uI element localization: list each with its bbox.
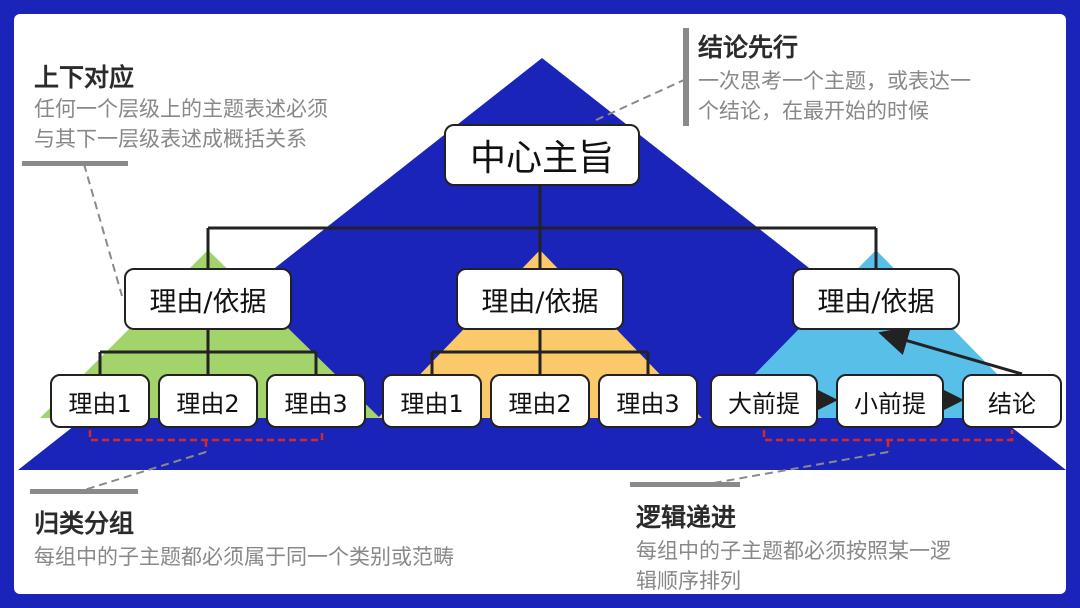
note-line: 一次思考一个主题，或表达一 (698, 69, 971, 93)
center-topic-label: 中心主旨 (469, 138, 614, 179)
middle-group-item-3: 理由3 (598, 374, 698, 428)
gray-leader-lines (83, 79, 889, 491)
note-line: 每组中的子主题都必须按照某一逻 (636, 539, 951, 563)
top-connectors (206, 186, 878, 268)
middle-group-connectors (430, 330, 650, 374)
right-group-minor-premise: 小前提 (836, 374, 944, 428)
reason-box-left: 理由/依据 (124, 268, 292, 330)
item-label: 理由3 (284, 389, 348, 418)
middle-group-item-1: 理由1 (382, 374, 482, 428)
item-label: 理由1 (68, 389, 132, 418)
note-bottom-right-desc: 每组中的子主题都必须按照某一逻 辑顺序排列 (636, 536, 951, 596)
note-bottom-left-title: 归类分组 (34, 509, 135, 538)
item-label: 理由2 (176, 389, 240, 418)
note-bottom-right-title: 逻辑递进 (636, 503, 737, 532)
reason-box-middle: 理由/依据 (456, 268, 624, 330)
note-line: 与其下一层级表述成概括关系 (34, 127, 307, 151)
note-top-right-desc: 一次思考一个主题，或表达一 个结论，在最开始的时候 (698, 66, 971, 126)
item-label: 理由3 (616, 389, 680, 418)
note-line: 个结论，在最开始的时候 (698, 99, 929, 123)
note-line: 每组中的子主题都必须属于同一个类别或范畴 (34, 545, 454, 569)
right-group-conclusion: 结论 (962, 374, 1062, 428)
item-label: 小前提 (854, 389, 926, 418)
note-line: 辑顺序排列 (636, 569, 741, 593)
note-top-left-desc: 任何一个层级上的主题表述必须 与其下一层级表述成概括关系 (34, 94, 328, 154)
reason-label: 理由/依据 (481, 286, 599, 318)
center-topic-box: 中心主旨 (444, 124, 640, 186)
gray-bars (22, 28, 740, 494)
red-dashed-brackets (88, 430, 1014, 452)
note-top-left-title: 上下对应 (34, 63, 135, 92)
middle-group-item-2: 理由2 (490, 374, 590, 428)
right-group-major-premise: 大前提 (710, 374, 818, 428)
left-group-item-2: 理由2 (158, 374, 258, 428)
reason-box-right: 理由/依据 (792, 268, 960, 330)
left-group-item-1: 理由1 (50, 374, 150, 428)
item-label: 大前提 (728, 389, 800, 418)
item-label: 结论 (988, 389, 1036, 418)
reason-label: 理由/依据 (817, 286, 935, 318)
note-bottom-left-desc: 每组中的子主题都必须属于同一个类别或范畴 (34, 542, 454, 572)
item-label: 理由2 (508, 389, 572, 418)
right-group-arrows (808, 326, 1023, 415)
item-label: 理由1 (400, 389, 464, 418)
note-top-right-title: 结论先行 (698, 33, 799, 62)
left-group-item-3: 理由3 (266, 374, 366, 428)
left-group-connectors (98, 330, 318, 374)
reason-label: 理由/依据 (149, 286, 267, 318)
note-line: 任何一个层级上的主题表述必须 (34, 97, 328, 121)
